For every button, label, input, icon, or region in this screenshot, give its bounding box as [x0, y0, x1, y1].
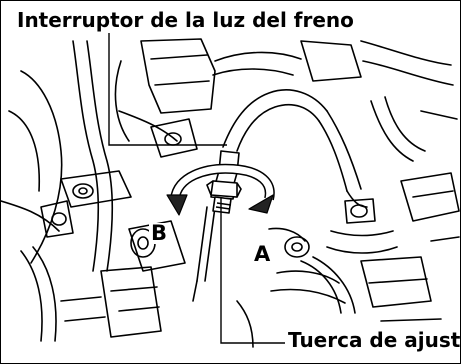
- right-components: [300, 96, 460, 338]
- lower-bracket: [60, 220, 186, 338]
- adjusting-nut: [206, 180, 242, 198]
- arrow-a-icon: [248, 194, 274, 214]
- callout-leaders: [108, 33, 285, 344]
- lower-right-bellows: [236, 227, 346, 348]
- switch-leader-line: [108, 33, 227, 146]
- rotation-band: [170, 163, 275, 201]
- direction-a-label: A: [252, 242, 273, 266]
- brake-hose: [222, 89, 368, 208]
- upper-components: [118, 38, 454, 158]
- left-bracket: [40, 170, 132, 238]
- direction-b-label: B: [149, 221, 170, 245]
- arrow-b-icon: [166, 194, 188, 216]
- nut-leader-line: [220, 197, 285, 344]
- left-pipes: [1, 40, 130, 342]
- switch-callout-label: Interruptor de la luz del freno: [15, 8, 356, 32]
- nut-callout-label: Tuerca de ajuste: [286, 329, 460, 351]
- pedal-rod: [192, 206, 216, 302]
